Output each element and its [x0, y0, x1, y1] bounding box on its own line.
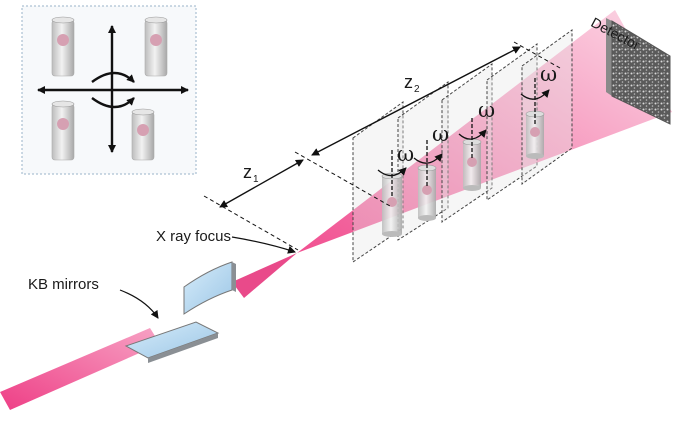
- kb-mirrors-leader: [119, 289, 159, 319]
- z1-dimension-arrow: [219, 159, 304, 208]
- sample-cylinder: [417, 164, 437, 221]
- inset-cylinder: [51, 16, 75, 77]
- incoming-beam: [0, 328, 160, 410]
- sample-cylinders: [381, 110, 545, 237]
- four-way-arrow-icon: [37, 25, 189, 153]
- z2-symbol: z: [404, 72, 413, 92]
- inset-cylinder: [51, 100, 75, 161]
- kb-mirror-vertical: [183, 261, 236, 315]
- omega-label: ω: [478, 98, 496, 122]
- translation-inset: [21, 5, 197, 175]
- omega-label: ω: [432, 122, 450, 146]
- omega-label: ω: [397, 142, 415, 166]
- kb-mirrors-label: KB mirrors: [28, 276, 99, 293]
- focusing-beam: [232, 253, 297, 298]
- sample-cylinder: [525, 110, 545, 159]
- z2-subscript: 2: [414, 84, 420, 95]
- sample-cylinder: [381, 172, 403, 237]
- detector: [606, 18, 671, 125]
- xray-focus-leader: [231, 236, 296, 254]
- z1-symbol: z: [243, 162, 252, 182]
- z2-dimension-arrow: [311, 46, 521, 156]
- kb-mirror-horizontal: [124, 321, 220, 363]
- z2-label: z2: [404, 72, 420, 95]
- inset-cylinder: [144, 16, 168, 77]
- sample-cylinder: [462, 138, 482, 191]
- distance-guides: [203, 41, 561, 251]
- xray-focus-label: X ray focus: [156, 228, 232, 245]
- omega-label: ω: [540, 62, 558, 86]
- inset-cylinder: [131, 108, 155, 161]
- z1-subscript: 1: [253, 174, 259, 185]
- z1-label: z1: [243, 162, 259, 185]
